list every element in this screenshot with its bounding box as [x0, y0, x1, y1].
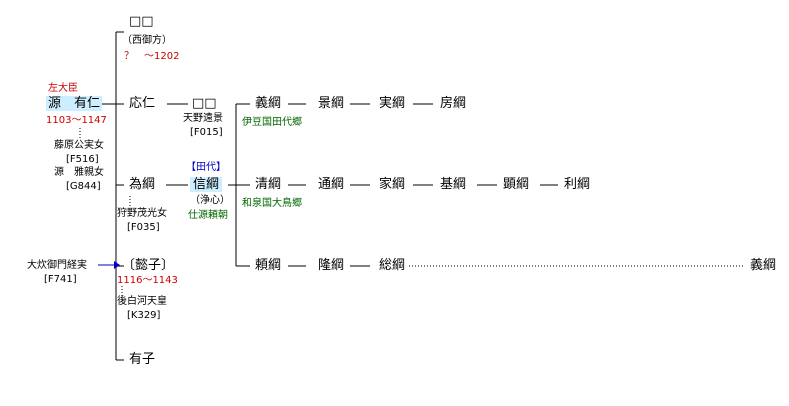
wife-fujiwara: 藤原公実女: [54, 140, 104, 151]
person-yoshitsuna: 義綱: [255, 96, 282, 111]
person-unknown2-code: [F015]: [190, 127, 223, 138]
person-nobutsuna: 信綱: [190, 177, 223, 192]
person-nobutsuna-tag: 【田代】: [186, 162, 226, 173]
person-kiyotsuna: 清綱: [255, 177, 282, 192]
person-unknown2-father: 天野遠景: [183, 113, 223, 124]
person-unknown-top: □□: [129, 14, 154, 29]
person-kinshi-dates: 1116～1143: [117, 275, 178, 286]
person-unknown-top-note: （西御方）: [122, 35, 172, 46]
person-akitsuna: 顕綱: [503, 177, 530, 192]
person-arihito: 源 有仁: [46, 96, 103, 111]
label-izumi: 和泉国大鳥郷: [242, 198, 302, 209]
wife-fujiwara-code: [F516]: [66, 154, 99, 165]
person-ietsuna: 家綱: [379, 177, 406, 192]
person-tametsuna-mother: 狩野茂光女: [117, 208, 167, 219]
person-tsuneza-code: [F741]: [44, 274, 77, 285]
person-kagetsuna: 景綱: [318, 96, 345, 111]
person-nobutsuna-note: （浄心）: [190, 195, 230, 206]
person-arihito-dates: 1103～1147: [46, 115, 107, 126]
wife-minamoto: 源 雅親女: [54, 167, 104, 178]
person-fusatsuna: 房綱: [440, 96, 467, 111]
person-kinshi-code: [K329]: [127, 310, 161, 321]
person-tametsuna-code: [F035]: [127, 222, 160, 233]
person-tametsuna: 為綱: [129, 177, 156, 192]
person-fusatsuna2: 総綱: [379, 258, 406, 273]
person-yushi: 有子: [129, 352, 156, 367]
person-arihito-title: 左大臣: [48, 83, 78, 94]
person-toshitsuna: 利綱: [564, 177, 591, 192]
person-kinshi: 〔懿子〕: [122, 258, 175, 273]
wife-minamoto-code: [G844]: [66, 181, 101, 192]
arrow-icon: [98, 261, 120, 269]
person-michitsuna: 通綱: [318, 177, 345, 192]
person-yoshitsuna2: 義綱: [750, 258, 777, 273]
person-yoritsuna: 頼綱: [255, 258, 282, 273]
person-ohito: 応仁: [129, 96, 156, 111]
person-mototsuna: 基綱: [440, 177, 467, 192]
person-unknown-top-dates: ？ ～1202: [124, 51, 180, 62]
person-kinshi-husband: 後白河天皇: [117, 296, 167, 307]
person-takatsuna: 隆綱: [318, 258, 345, 273]
person-nobutsuna-served: 仕源頼朝: [188, 210, 228, 221]
person-sanetsuna: 実綱: [379, 96, 406, 111]
person-tsuneza: 大炊御門経実: [27, 260, 87, 271]
person-unknown2: □□: [192, 96, 217, 111]
label-izu: 伊豆国田代郷: [242, 117, 302, 128]
